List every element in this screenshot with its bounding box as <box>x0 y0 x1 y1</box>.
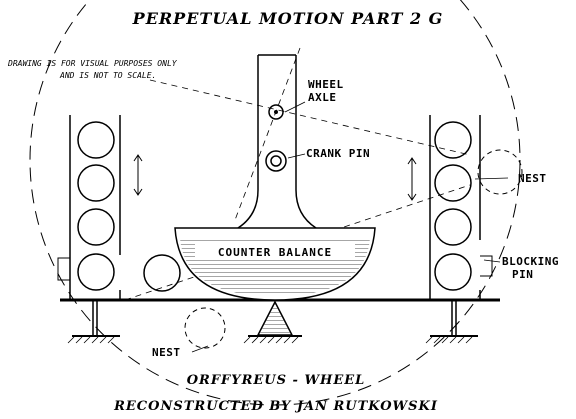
left-ball-2 <box>77 164 115 202</box>
label-blocking: BLOCKING <box>502 255 559 268</box>
credit-line-1: ORFFYREUS - WHEEL <box>187 373 366 388</box>
left-column <box>57 115 143 300</box>
disclaimer-line-1: DRAWING IS FOR VISUAL PURPOSES ONLY <box>7 59 178 68</box>
credit-line-2: RECONSTRUCTED BY JAN RUTKOWSKI <box>113 399 438 414</box>
left-double-arrow <box>133 154 143 196</box>
wheel-axle-circle <box>268 104 284 120</box>
loose-ball <box>143 254 181 292</box>
label-pin: PIN <box>512 268 533 281</box>
pendulum-arm <box>237 54 317 229</box>
label-nest-bottom: NEST <box>152 346 181 359</box>
right-ball-4 <box>434 253 472 291</box>
label-wheel: WHEEL <box>308 78 344 91</box>
left-ball-3 <box>77 208 115 246</box>
right-column <box>407 115 493 300</box>
disclaimer-line-2: AND IS NOT TO SCALE. <box>59 71 156 80</box>
label-nest-right: NEST <box>518 172 547 185</box>
wheel-outline <box>29 0 521 406</box>
right-double-arrow <box>407 157 417 201</box>
right-ball-2 <box>434 164 472 202</box>
right-ball-3 <box>434 208 472 246</box>
left-ball-1 <box>77 121 115 159</box>
diagram-title: PERPETUAL MOTION PART 2 G <box>132 9 444 28</box>
label-crank-pin: CRANK PIN <box>306 147 370 160</box>
left-ball-4 <box>77 253 115 291</box>
right-support <box>425 300 478 344</box>
nest-bottom-circle <box>184 307 226 349</box>
nest-right-circle <box>477 149 523 195</box>
right-ball-1 <box>434 121 472 159</box>
fulcrum <box>243 300 302 344</box>
label-axle: AXLE <box>308 91 337 104</box>
crank-pin-circle <box>265 150 287 172</box>
counter-balance <box>174 227 376 301</box>
left-support <box>67 300 120 344</box>
counter-balance-label: COUNTER BALANCE <box>218 246 332 259</box>
